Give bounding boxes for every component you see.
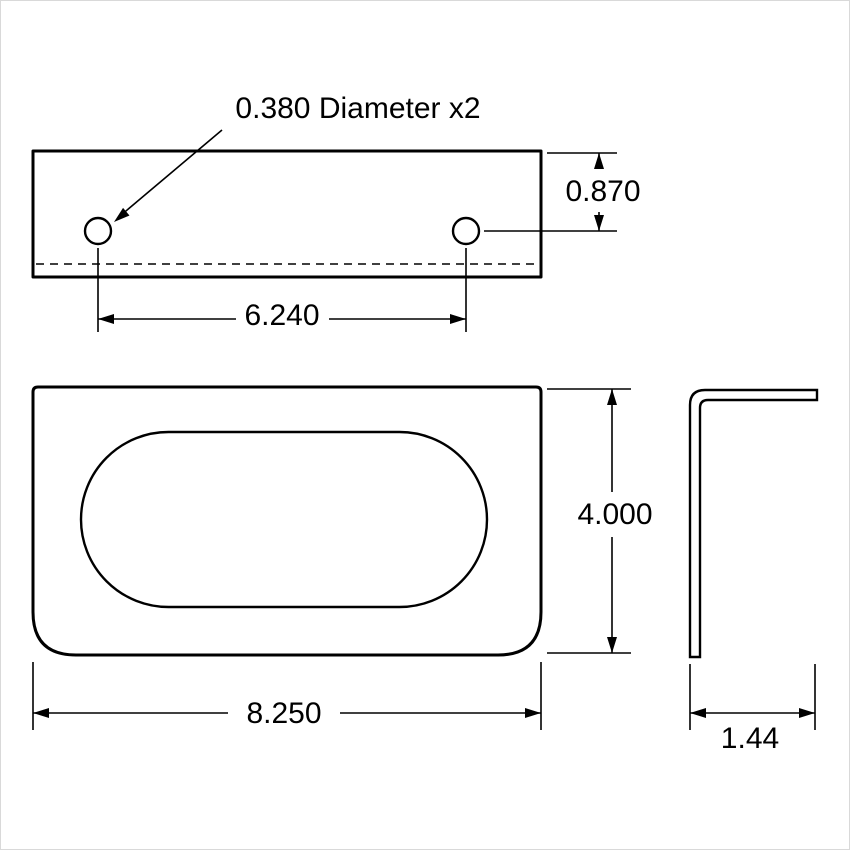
dim-bracket-height-text: 4.000 [577,498,652,531]
mounting-hole-left [83,216,113,246]
dim-bracket-depth-text: 1.44 [721,722,779,755]
dim-flange-height: 0.870 [484,152,641,232]
arrowhead-left [33,708,49,718]
side-view: 1.44 [688,388,819,755]
hole-callout-text: 0.380 Diameter x2 [235,92,480,125]
dim-hole-spacing-text: 6.240 [244,299,319,332]
arrowhead-right [799,708,815,718]
dim-bracket-height: 4.000 [547,388,653,654]
dim-flange-height-text: 0.870 [565,175,640,208]
arrowhead-down [594,215,604,231]
front-view: 4.000 8.250 [31,385,653,730]
arrowhead-up [607,389,617,405]
arrowhead-right [525,708,541,718]
mounting-hole-right [451,216,481,246]
top-view-plate-outline [31,149,543,279]
dim-bracket-width-text: 8.250 [246,697,321,730]
side-view-angle-profile [688,388,819,659]
top-view: 0.380 Diameter x2 0.870 6.240 [31,92,641,332]
dim-hole-spacing: 6.240 [97,248,467,332]
arrowhead-left [690,708,706,718]
arrowhead-down [607,637,617,653]
arrowhead-up [594,153,604,169]
hole-callout-arrowhead [114,207,130,222]
front-view-oval-cutout [79,430,489,609]
arrowhead-right [450,314,466,324]
hole-callout-leader-line [119,129,223,217]
dim-bracket-width: 8.250 [32,662,542,730]
arrowhead-left [98,314,114,324]
dim-bracket-depth: 1.44 [689,664,816,755]
